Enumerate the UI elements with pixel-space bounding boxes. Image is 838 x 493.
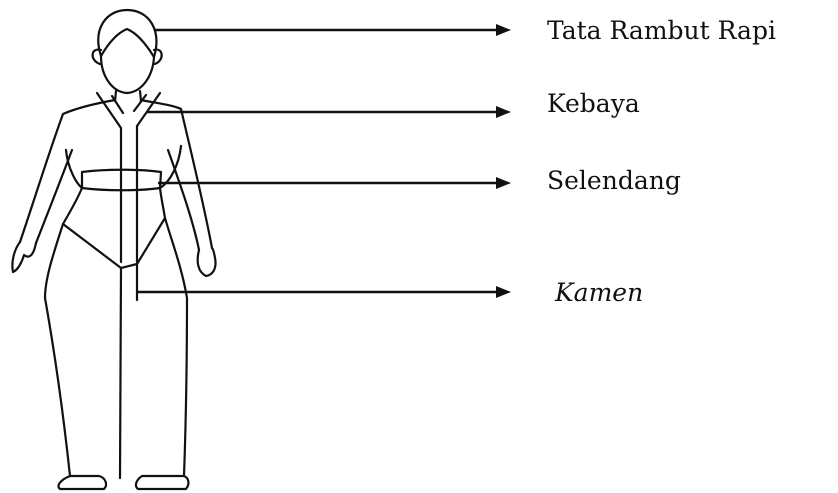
arrow-hair-head — [496, 24, 511, 36]
arrow-selendang-head — [496, 177, 511, 189]
kebaya-collar — [95, 91, 162, 264]
torso-sides — [64, 144, 183, 190]
right-foot — [134, 474, 190, 491]
label-kebaya: Kebaya — [547, 89, 640, 118]
right-hand — [196, 246, 217, 278]
label-kamen: Kamen — [555, 278, 644, 307]
left-hand — [11, 240, 38, 274]
kebaya-outline — [18, 98, 214, 250]
hair-outline — [97, 8, 158, 59]
woman-figure — [11, 8, 217, 491]
left-foot — [57, 474, 108, 491]
kebaya-hem — [61, 186, 167, 270]
face-outline — [99, 54, 156, 95]
sleeve-inner — [34, 148, 201, 252]
arrows — [137, 24, 511, 298]
right-ear — [152, 48, 163, 66]
left-ear — [91, 48, 103, 66]
label-hair: Tata Rambut Rapi — [547, 16, 776, 45]
kamen-center — [118, 266, 123, 480]
kamen-skirt — [43, 216, 189, 478]
arrow-kebaya-head — [496, 106, 511, 118]
label-selendang: Selendang — [547, 166, 681, 195]
arrow-kamen-head — [496, 286, 511, 298]
